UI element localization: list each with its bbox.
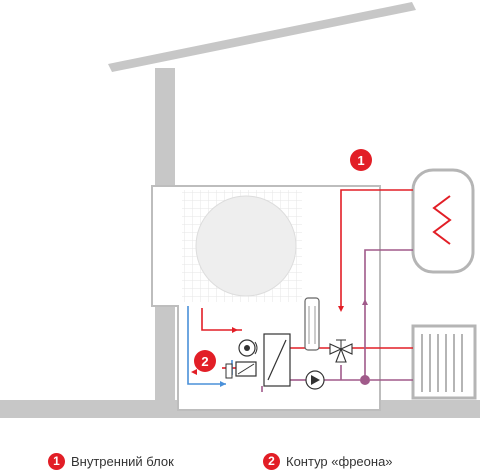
three-way-valve-icon [329,339,353,363]
legend-badge-1: 1 [48,452,65,470]
legend-label-1: Внутренний блок [71,453,174,469]
callout-badge-1: 1 [350,149,372,171]
flow-arrows [191,299,368,387]
callout-number-1: 1 [357,153,364,168]
unit-fan [195,195,297,297]
compressor-icon [238,339,258,357]
filter-icon [225,363,233,379]
buffer-tank [304,297,320,351]
tank-coil [432,195,452,245]
hot-water-tank [411,168,475,274]
junction-dot [360,375,370,385]
legend-item-1: 1 Внутренний блок [48,450,174,472]
callout-number-2: 2 [201,354,208,369]
legend-label-2: Контур «фреона» [286,453,393,469]
return-pipes [261,249,413,392]
circulation-pump-icon [305,370,325,390]
legend-badge-2: 2 [263,452,280,470]
roof [108,2,416,72]
expansion-valve-icon [235,361,257,377]
callout-badge-2: 2 [194,350,216,372]
legend-item-2: 2 Контур «фреона» [263,450,393,472]
radiator [411,324,477,400]
heat-exchanger [263,333,291,387]
